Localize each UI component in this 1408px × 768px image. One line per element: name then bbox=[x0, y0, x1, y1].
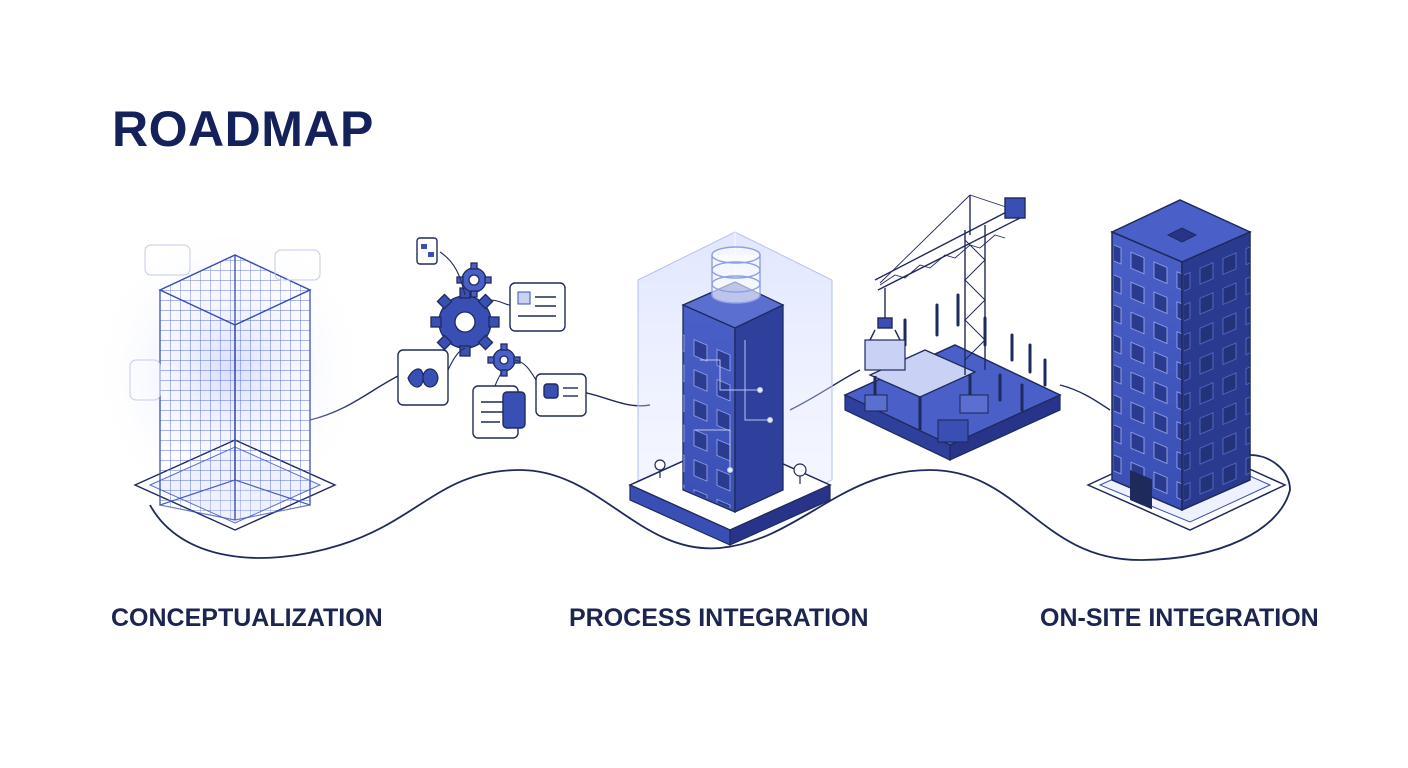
wireframe-building-icon bbox=[90, 220, 370, 531]
completed-building-icon bbox=[1086, 199, 1287, 531]
construction-site-icon bbox=[843, 293, 1062, 461]
roadmap-path bbox=[149, 454, 1291, 561]
data-building-icon bbox=[628, 231, 833, 546]
gears-icon bbox=[430, 262, 521, 377]
stage-label-conceptualization: CONCEPTUALIZATION bbox=[111, 604, 383, 632]
roadmap-connector bbox=[1059, 384, 1111, 411]
page-title: ROADMAP bbox=[112, 101, 374, 157]
stage-label-process-integration: PROCESS INTEGRATION bbox=[569, 604, 869, 632]
stage-label-on-site-integration: ON-SITE INTEGRATION bbox=[1040, 604, 1319, 632]
document-card-icon bbox=[397, 237, 587, 439]
crane-icon bbox=[864, 194, 1026, 375]
